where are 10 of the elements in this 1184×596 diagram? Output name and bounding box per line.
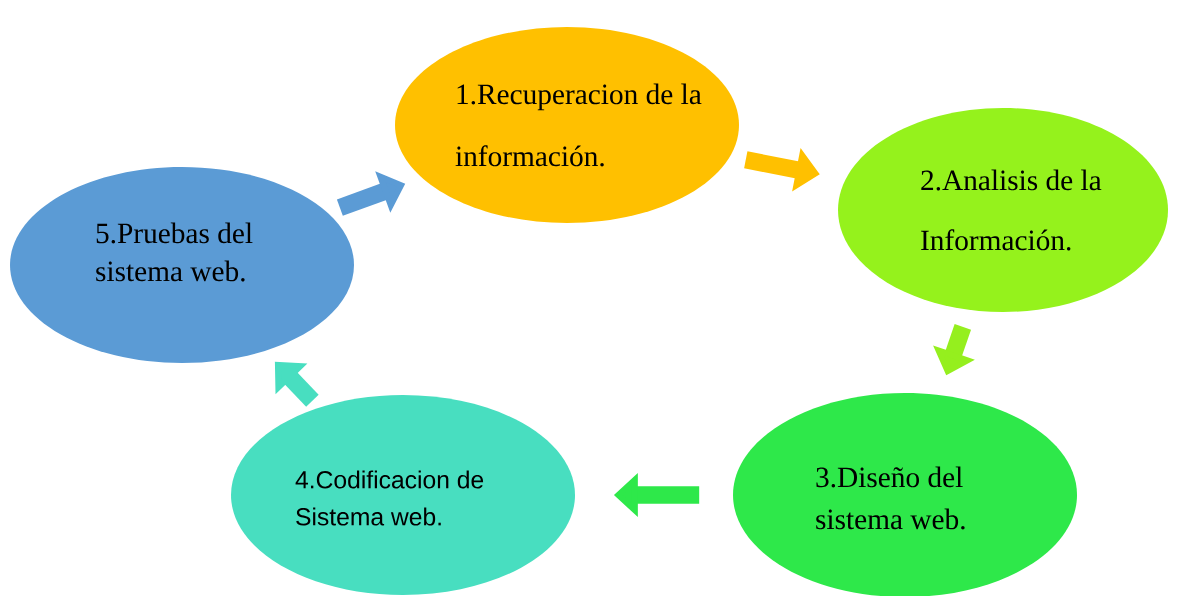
process-ellipse: [838, 108, 1168, 312]
process-ellipse: [231, 395, 575, 595]
process-ellipse: [10, 167, 354, 363]
ellipse-label: 5.Pruebas del sistema web.: [96, 222, 253, 282]
block-arrow: [274, 361, 319, 407]
ellipse-label: 4.Codificacion de Sistema web.: [295, 470, 484, 526]
ellipse-label: 1.Recuperacion de la información.: [455, 83, 702, 167]
ellipse-label: 3.Diseño del sistema web.: [816, 466, 965, 530]
process-ellipse: [395, 27, 739, 223]
ellipse-label: 2.Analisis de la Información.: [921, 169, 1102, 251]
